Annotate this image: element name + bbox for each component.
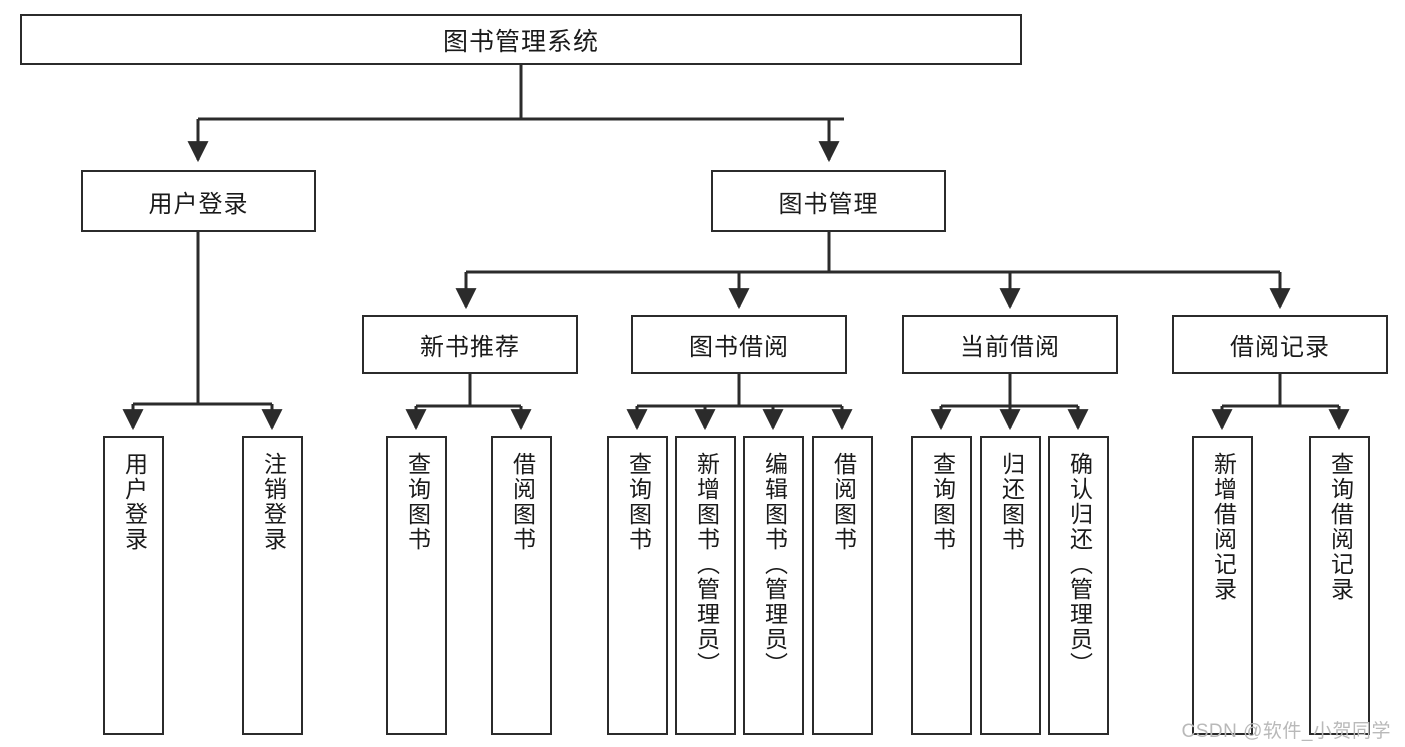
node-book-borrow[interactable]: 图书借阅 (631, 315, 847, 374)
node-label: 用户登录 (121, 452, 148, 552)
node-label: 编辑图书（管理员） (761, 452, 788, 677)
watermark-text: CSDN @软件_小贺同学 (1181, 721, 1391, 742)
node-borrow-record[interactable]: 借阅记录 (1172, 315, 1388, 374)
leaf-book-borrow-borrow-book[interactable]: 借阅图书 (812, 436, 873, 735)
leaf-user-login-logout[interactable]: 注销登录 (242, 436, 303, 735)
leaf-borrow-record-add-record[interactable]: 新增借阅记录 (1192, 436, 1253, 735)
node-label: 图书借阅 (689, 334, 789, 361)
node-label: 图书管理系统 (442, 27, 599, 56)
leaf-current-borrow-return-book[interactable]: 归还图书 (980, 436, 1041, 735)
leaf-book-borrow-query-book[interactable]: 查询图书 (607, 436, 668, 735)
node-label: 新增图书（管理员） (693, 452, 720, 677)
node-label: 用户登录 (148, 190, 249, 218)
node-label: 新增借阅记录 (1210, 452, 1237, 602)
leaf-new-book-query-book[interactable]: 查询图书 (386, 436, 447, 735)
node-label: 确认归还（管理员） (1066, 452, 1093, 677)
node-label: 借阅图书 (830, 452, 857, 552)
node-label: 新书推荐 (420, 334, 520, 361)
leaf-new-book-borrow-book[interactable]: 借阅图书 (491, 436, 552, 735)
leaf-book-borrow-edit-book-admin[interactable]: 编辑图书（管理员） (743, 436, 804, 735)
leaf-book-borrow-add-book-admin[interactable]: 新增图书（管理员） (675, 436, 736, 735)
leaf-current-borrow-confirm-return-admin[interactable]: 确认归还（管理员） (1048, 436, 1109, 735)
node-label: 借阅记录 (1230, 334, 1330, 361)
leaf-user-login-login[interactable]: 用户登录 (103, 436, 164, 735)
leaf-borrow-record-query-record[interactable]: 查询借阅记录 (1309, 436, 1370, 735)
node-label: 注销登录 (260, 452, 287, 552)
leaf-current-borrow-query-book[interactable]: 查询图书 (911, 436, 972, 735)
node-new-book-recommend[interactable]: 新书推荐 (362, 315, 578, 374)
node-book-management[interactable]: 图书管理 (711, 170, 946, 232)
node-label: 查询图书 (404, 452, 431, 552)
node-label: 查询图书 (929, 452, 956, 552)
node-current-borrow[interactable]: 当前借阅 (902, 315, 1118, 374)
node-label: 当前借阅 (960, 334, 1060, 361)
node-label: 查询借阅记录 (1327, 452, 1354, 602)
node-root-book-management-system[interactable]: 图书管理系统 (20, 14, 1022, 65)
node-label: 查询图书 (625, 452, 652, 552)
node-user-login[interactable]: 用户登录 (81, 170, 316, 232)
node-label: 归还图书 (998, 452, 1025, 552)
node-label: 图书管理 (778, 190, 879, 218)
node-label: 借阅图书 (509, 452, 536, 552)
